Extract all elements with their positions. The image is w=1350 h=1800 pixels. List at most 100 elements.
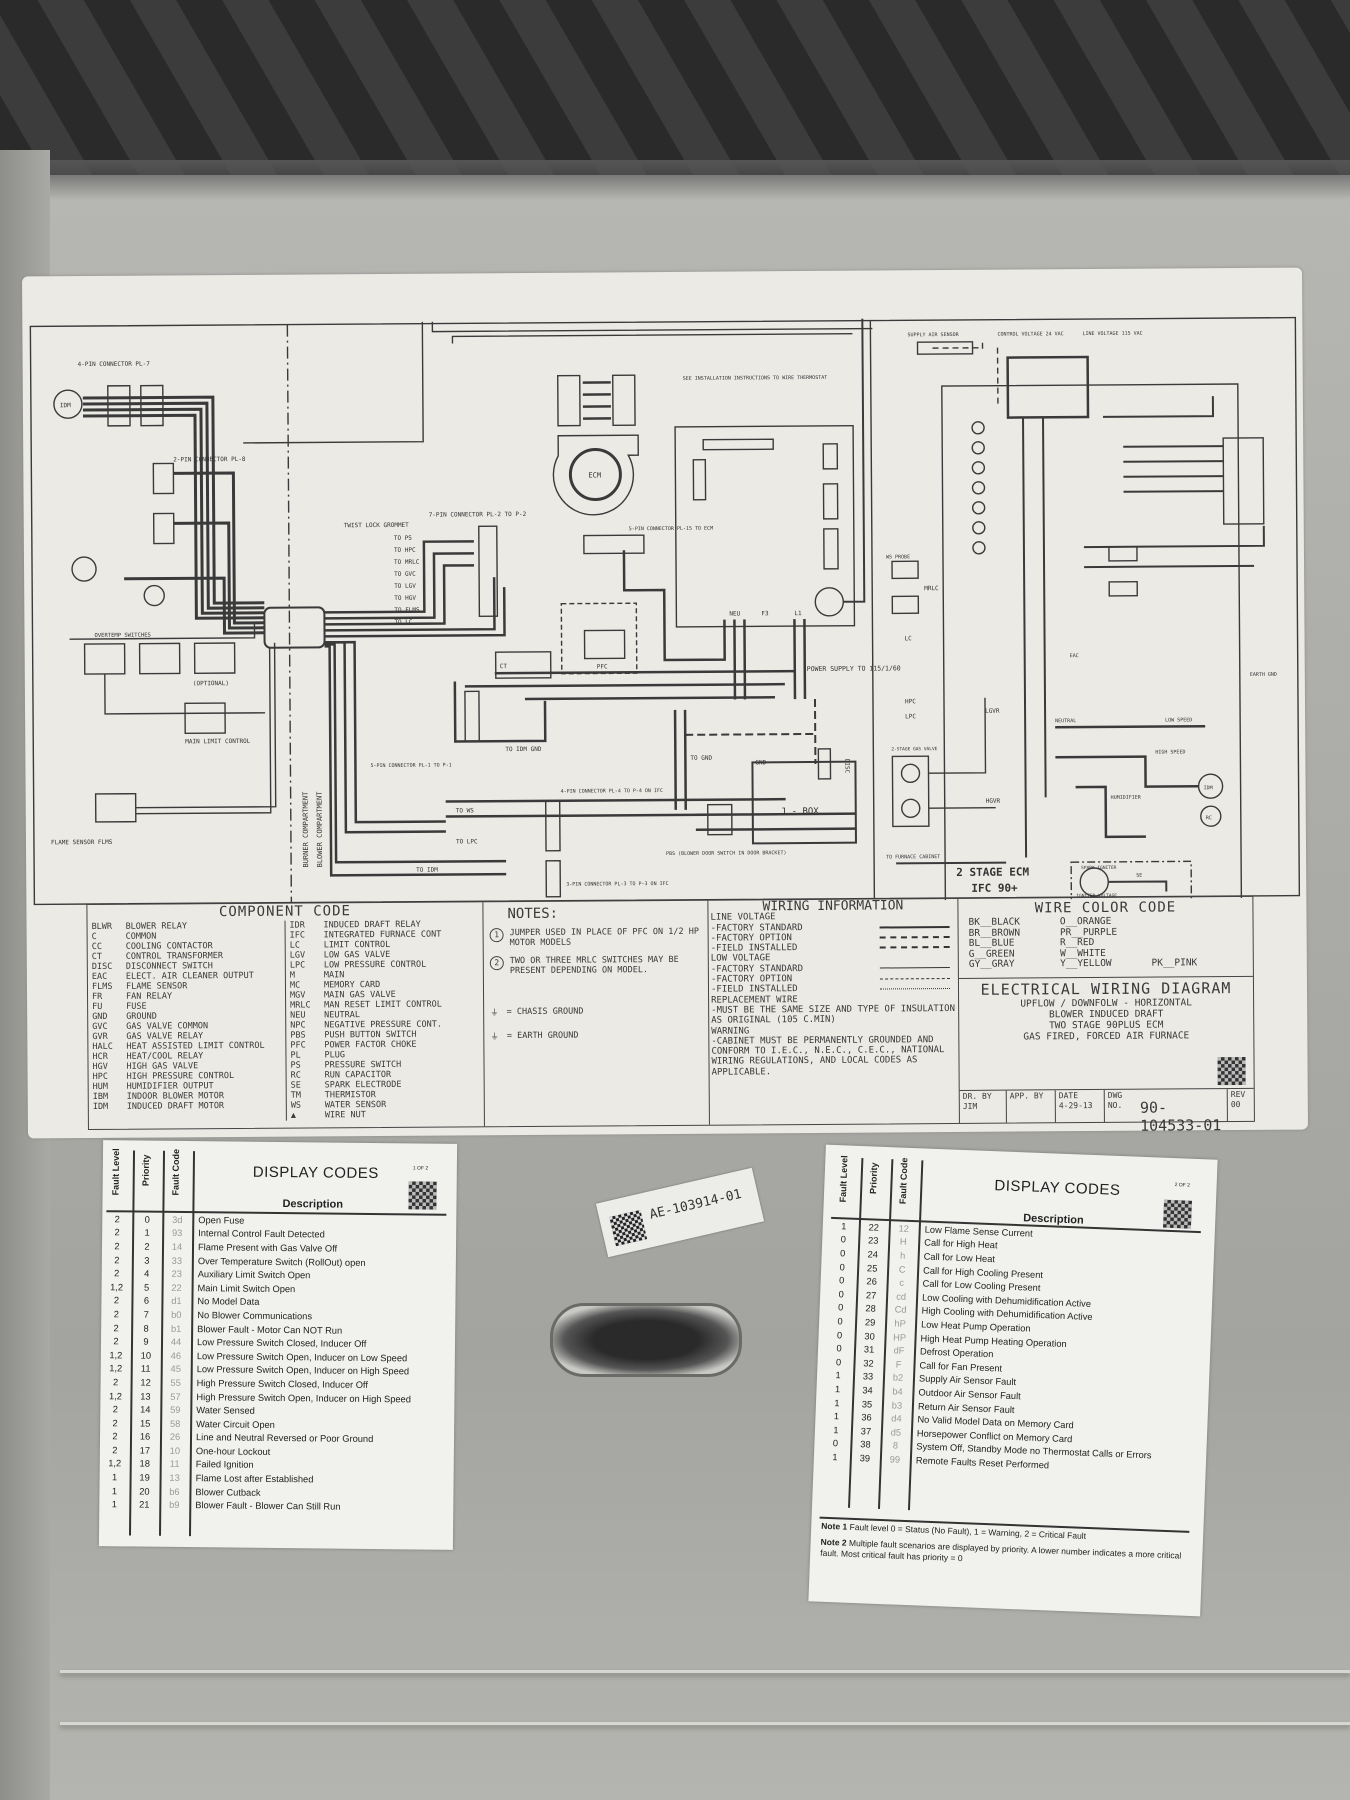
diagram-text: TO FLMS <box>394 607 420 614</box>
component-name: GAS VALVE RELAY <box>126 1031 204 1042</box>
fault-code-cell: Cd <box>894 1304 907 1316</box>
component-name: PRESSURE SWITCH <box>324 1059 402 1071</box>
component-abbrev: PBS <box>290 1030 306 1041</box>
fault-level-cell: 1 <box>835 1370 841 1381</box>
description-cell: Over Temperature Switch (RollOut) open <box>197 1255 366 1268</box>
title-block: ELECTRICAL WIRING DIAGRAM UPFLOW / DOWNF… <box>959 977 1254 1135</box>
wi-text: -FACTORY OPTION <box>710 933 792 944</box>
priority-cell: 1 <box>144 1227 150 1239</box>
fault-level-cell: 0 <box>836 1329 843 1340</box>
description-cell: Flame Present with Gas Valve Off <box>197 1242 338 1254</box>
component-name: INDOOR BLOWER MOTOR <box>126 1091 225 1102</box>
component-abbrev: MGV <box>289 990 306 1001</box>
priority-cell: 3 <box>144 1255 150 1266</box>
diagram-text: LC <box>905 635 913 642</box>
component-name: COOLING CONTACTOR <box>125 941 213 952</box>
priority-cell: 23 <box>867 1235 879 1247</box>
fault-level-cell: 1,2 <box>109 1363 123 1374</box>
component-name: LIMIT CONTROL <box>323 939 391 951</box>
fault-level-cell: 2 <box>114 1227 120 1238</box>
line-style-solid-heavy <box>879 925 950 929</box>
fault-code-cell: 93 <box>171 1228 183 1239</box>
diagram-text: IDM <box>1204 785 1213 791</box>
component-name: FAN RELAY <box>126 991 173 1002</box>
fault-level-cell: 2 <box>113 1336 119 1347</box>
diagram-text: IGNITER VOLTAGE <box>1076 893 1117 899</box>
priority-cell: 24 <box>867 1249 879 1260</box>
display-codes-card-1: Fault Level Priority Fault Code DISPLAY … <box>98 1140 458 1550</box>
component-abbrev: CC <box>91 941 102 953</box>
component-name: GROUND <box>126 1011 157 1022</box>
component-name: CONTROL TRANSFORMER <box>125 951 224 962</box>
part-number-sticker: AE-103914-01 <box>595 1167 765 1258</box>
fault-level-cell: 0 <box>832 1438 839 1449</box>
component-abbrev: FR <box>92 991 103 1003</box>
description-cell: Internal Control Fault Detected <box>198 1228 325 1240</box>
diagram-text: TO IDM <box>416 867 438 874</box>
description-cell: Water Circuit Open <box>196 1418 275 1430</box>
line-style-dashed-heavy <box>879 946 950 949</box>
fault-code-cell: 8 <box>892 1440 899 1451</box>
diagram-text: 2-STAGE GAS VALVE <box>891 746 937 752</box>
wire-color-item <box>1151 926 1242 937</box>
component-abbrev: HCR <box>92 1051 108 1063</box>
component-name: WIRE NUT <box>324 1110 366 1121</box>
fault-level-cell: 2 <box>113 1322 119 1333</box>
diagram-text: TO LGV <box>394 583 416 590</box>
diagram-text: ECM <box>588 471 601 479</box>
insulation-foam <box>0 0 1350 175</box>
diagram-text: EAC <box>1070 653 1079 659</box>
description-cell: Line and Neutral Reversed or Poor Ground <box>195 1432 374 1445</box>
priority-cell: 8 <box>143 1323 149 1334</box>
fault-code-cell: b0 <box>171 1309 182 1320</box>
component-name: WATER SENSOR <box>324 1099 387 1111</box>
fault-level-cell: 0 <box>836 1343 842 1354</box>
priority-cell: 26 <box>866 1276 878 1287</box>
fault-code-cell: cd <box>896 1291 907 1302</box>
diagram-text: 4-PIN CONNECTOR PL-4 TO P-4 ON IFC <box>561 788 663 795</box>
header-fault-level: Fault Level <box>837 1155 850 1203</box>
fault-code-cell: b9 <box>169 1500 180 1511</box>
description-cell: Remote Faults Reset Performed <box>915 1455 1050 1471</box>
priority-cell: 10 <box>140 1350 152 1361</box>
component-name: SPARK ELECTRODE <box>324 1079 402 1091</box>
line-style-solid-light <box>879 967 950 969</box>
component-name: NEUTRAL <box>324 1010 361 1021</box>
diagram-text: LGVR <box>985 708 1000 715</box>
diagram-text: OVERTEMP SWITCHES <box>94 633 150 639</box>
component-abbrev: WS <box>290 1100 302 1111</box>
priority-cell: 38 <box>860 1439 871 1450</box>
fault-code-cell: 26 <box>169 1432 181 1443</box>
component-abbrev: M <box>289 970 296 981</box>
description-cell: Open Fuse <box>198 1214 245 1226</box>
priority-cell: 21 <box>139 1499 150 1510</box>
diagram-text: HGVR <box>986 798 1001 805</box>
legend-text: = EARTH GROUND <box>506 1030 579 1042</box>
component-abbrev: IBM <box>92 1091 109 1103</box>
priority-cell: 14 <box>140 1404 151 1415</box>
wiring-schematic: 4-PIN CONNECTOR PL-7 IDM 2-PIN CONNECTOR… <box>29 316 1301 906</box>
component-abbrev: IDR <box>289 920 305 931</box>
priority-cell: 29 <box>864 1317 876 1328</box>
diagram-text: 4-PIN CONNECTOR PL-7 <box>78 361 151 369</box>
wi-text: -FACTORY STANDARD <box>710 963 804 975</box>
component-abbrev: HUM <box>92 1081 109 1093</box>
priority-cell: 39 <box>859 1453 871 1464</box>
fault-level-cell: 2 <box>112 1377 119 1388</box>
header-fault-code: Fault Code <box>170 1148 182 1196</box>
component-name: MAN RESET LIMIT CONTROL <box>324 999 442 1011</box>
fault-code-cell: 14 <box>171 1241 183 1252</box>
fault-level-cell: 0 <box>840 1234 847 1245</box>
diagram-text: RC <box>1206 815 1212 821</box>
component-abbrev: RC <box>290 1070 301 1081</box>
component-abbrev: LGV <box>289 950 306 961</box>
header-fault-code: Fault Code <box>897 1157 910 1205</box>
component-abbrev: TM <box>290 1090 302 1101</box>
diagram-text: FLAME SENSOR FLMS <box>51 839 113 846</box>
component-abbrev: LPC <box>289 960 306 971</box>
diagram-text: LPC <box>905 713 916 720</box>
